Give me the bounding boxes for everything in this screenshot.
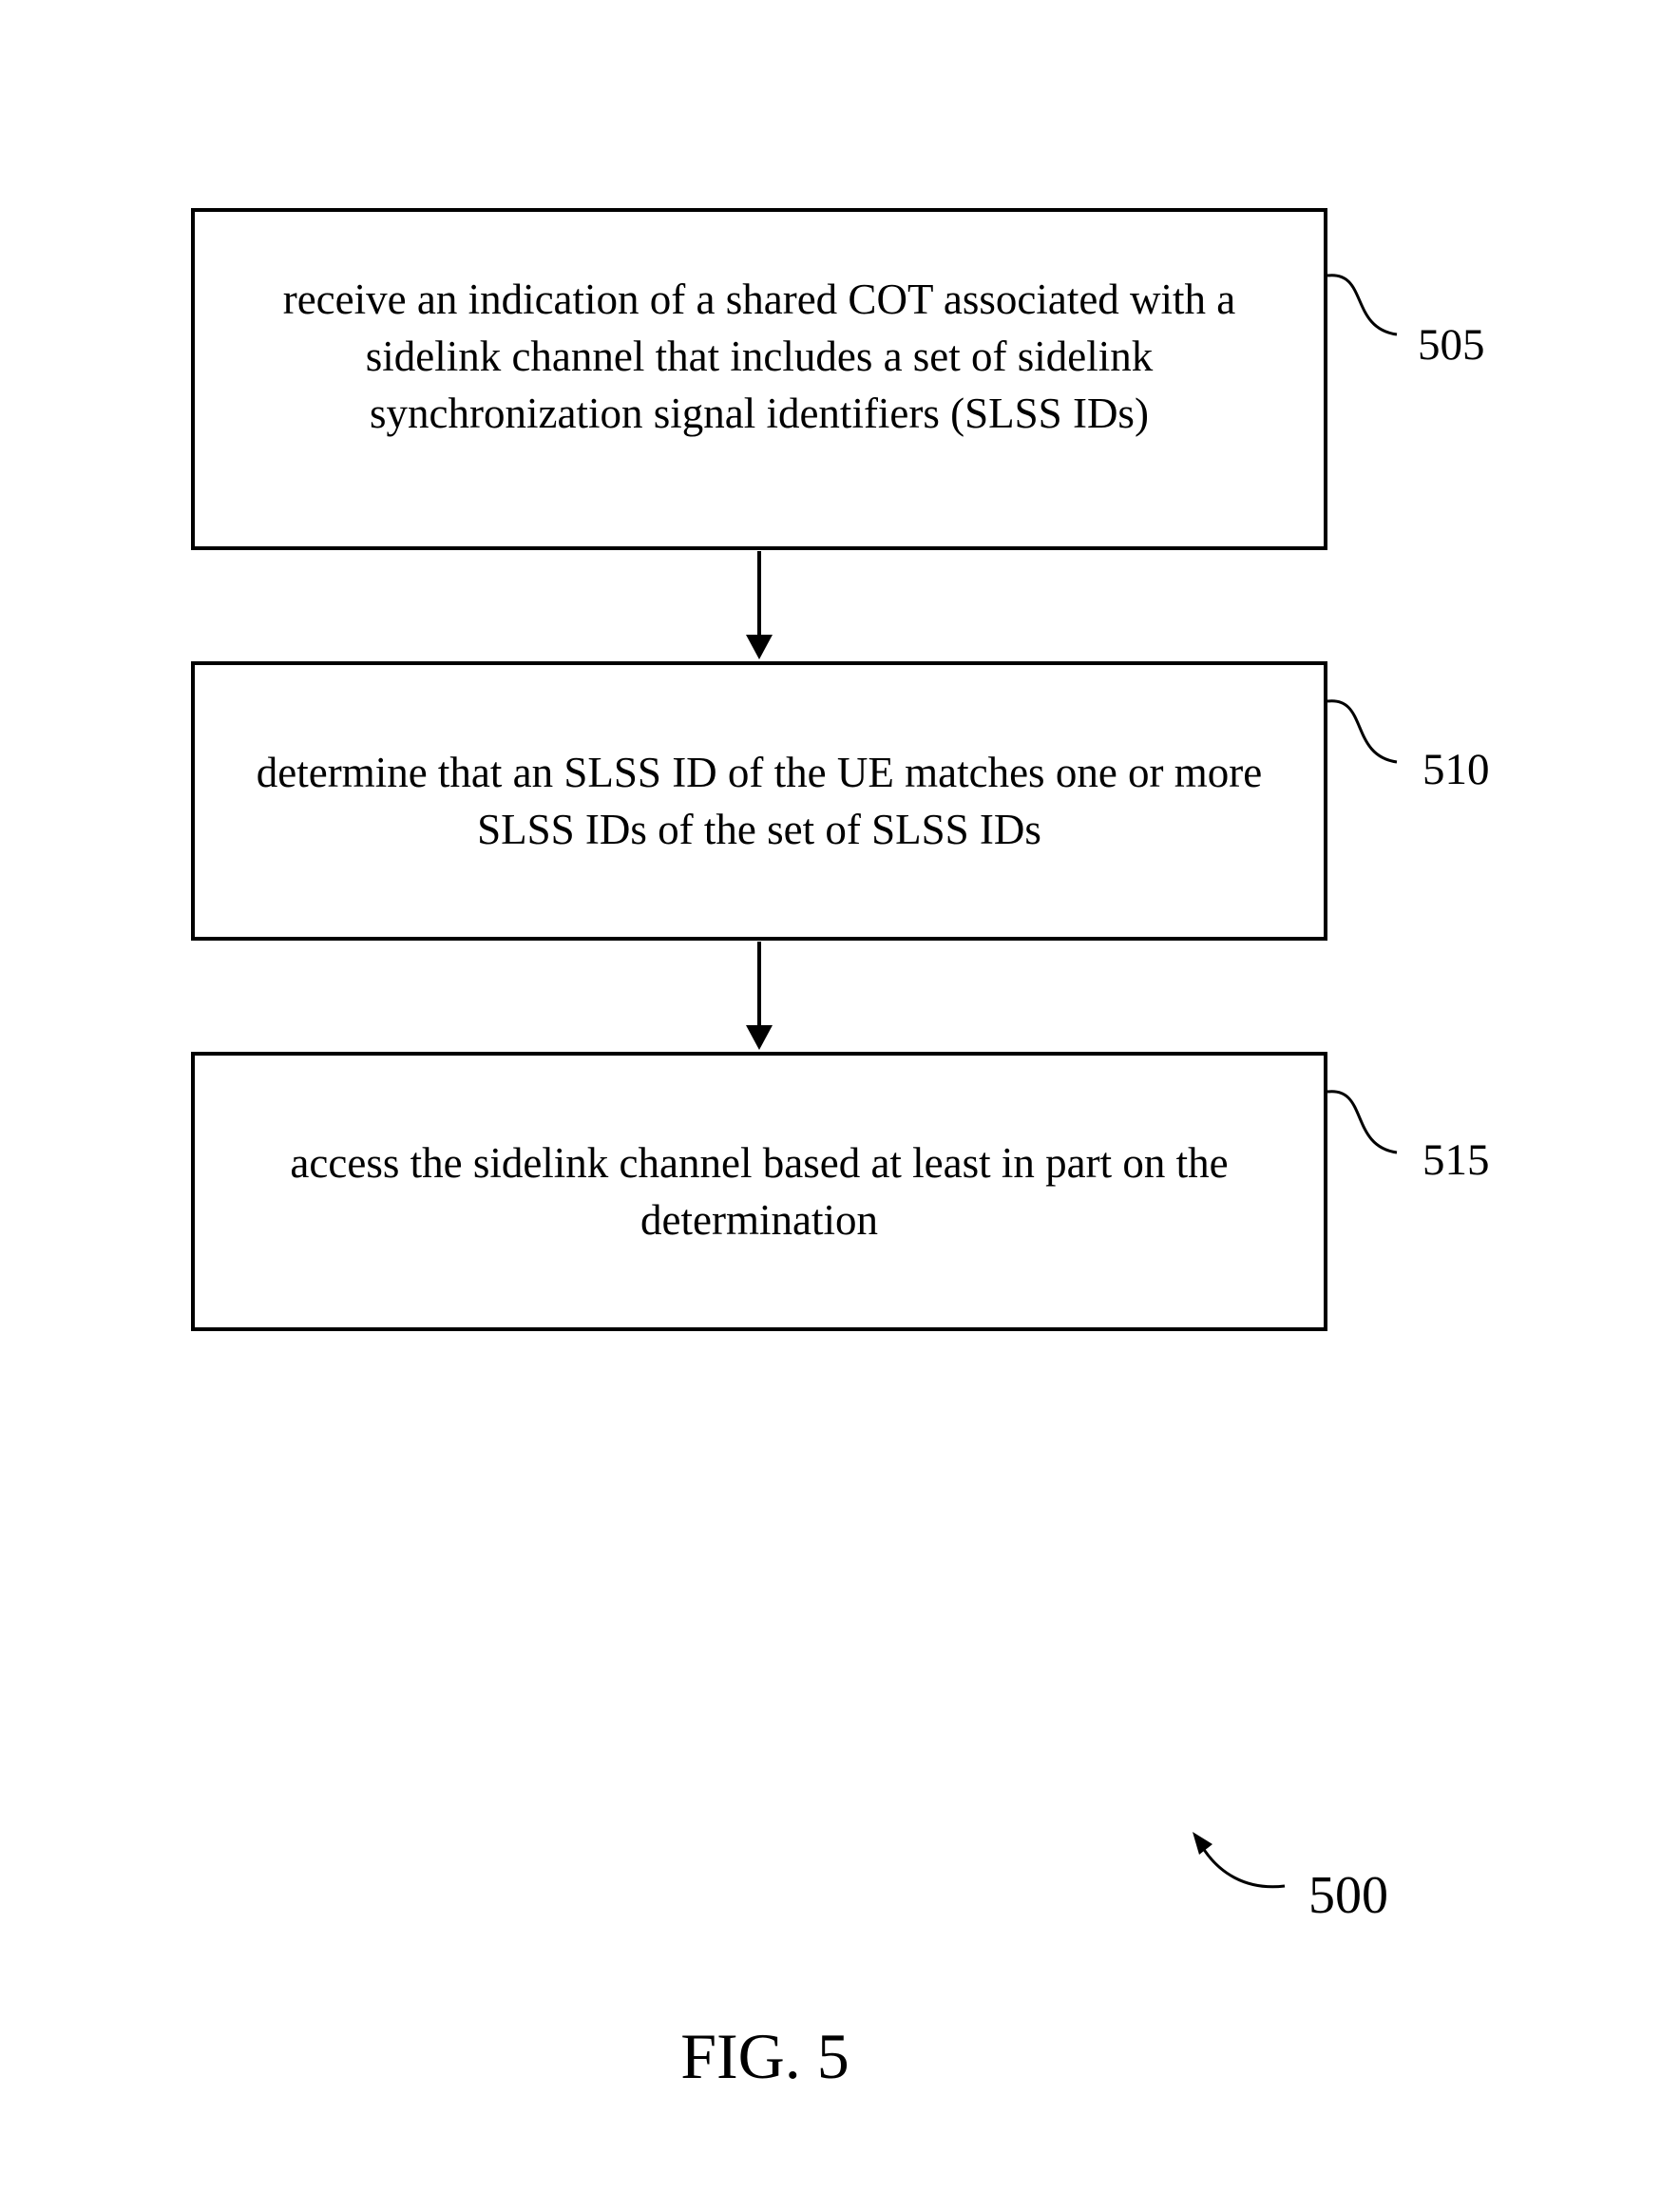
ref-label-505: 505 bbox=[1418, 320, 1485, 370]
flow-arrow-505-to-510 bbox=[746, 551, 773, 659]
leader-line-515 bbox=[1327, 1090, 1398, 1154]
step-box-510: determine that an SLSS ID of the UE matc… bbox=[191, 661, 1327, 941]
leader-line-505 bbox=[1327, 274, 1398, 336]
step-text-505: receive an indication of a shared COT as… bbox=[282, 276, 1236, 437]
step-text-515: access the sidelink channel based at lea… bbox=[290, 1139, 1229, 1244]
ref-label-515: 515 bbox=[1422, 1135, 1490, 1185]
figure-ref-number: 500 bbox=[1308, 1866, 1388, 1925]
step-text-510: determine that an SLSS ID of the UE matc… bbox=[256, 749, 1263, 853]
ref-label-510: 510 bbox=[1422, 745, 1490, 794]
leader-line-510 bbox=[1327, 699, 1398, 764]
step-box-505: receive an indication of a shared COT as… bbox=[191, 208, 1327, 550]
figure-ref-arrow bbox=[1193, 1832, 1286, 1889]
figure-caption: FIG. 5 bbox=[680, 2020, 850, 2092]
flow-arrow-510-to-515 bbox=[746, 942, 773, 1050]
step-box-515: access the sidelink channel based at lea… bbox=[191, 1052, 1327, 1331]
